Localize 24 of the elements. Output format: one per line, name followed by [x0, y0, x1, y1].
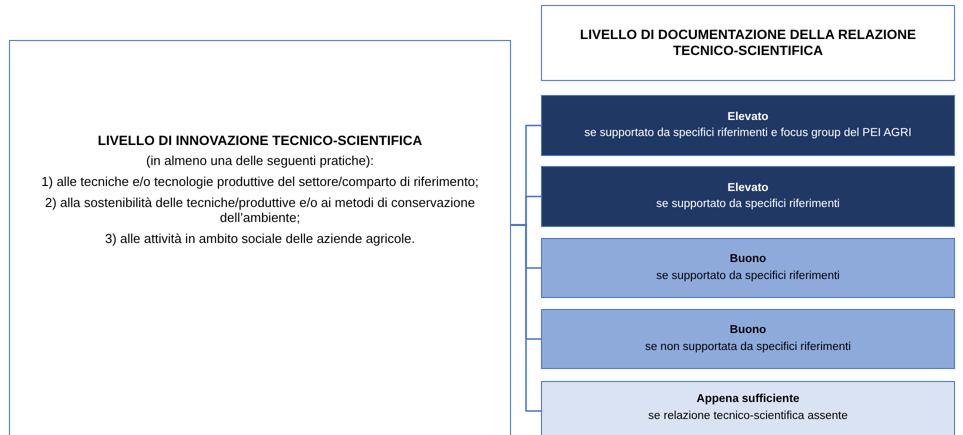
heading-text: Appena sufficiente [696, 393, 800, 406]
description-text: se non supportata da specifici riferimenti [645, 340, 851, 354]
level-box [541, 95, 955, 156]
description-text: se relazione tecnico-scientifica assente [648, 410, 848, 423]
connector-line [511, 224, 541, 412]
level-box [541, 238, 955, 298]
description-text: 3) alle attività in ambito sociale delle aziende agricole. [104, 232, 415, 248]
description-text: 1) alle tecniche e/o tecnologie produttive del settore/comparto di riferimento; [41, 175, 479, 190]
level-box [541, 309, 955, 369]
panel-box [541, 5, 955, 81]
heading-text: LIVELLO DI DOCUMENTAZIONE DELLA RELAZIONE TECNICO-SCIENTIFICA [579, 27, 917, 59]
level-box [541, 166, 955, 227]
description-text: se supportato da specifici riferimenti e focus group del PEI AGRI [584, 127, 912, 140]
heading-text: Elevato [728, 110, 768, 124]
description-text: (in almeno una delle seguenti pratiche): [146, 154, 374, 170]
description-text: se supportato da specifici riferimenti [656, 270, 840, 283]
panel-box [9, 40, 511, 435]
description-text: se supportato da specifici riferimenti [656, 198, 840, 212]
heading-text: Buono [730, 253, 766, 266]
description-text: 2) alla sostenibilità delle tecniche/produttive e/o ai metodi di conservazione dell’ambiente; [44, 196, 476, 226]
heading-text: LIVELLO DI INNOVAZIONE TECNICO-SCIENTIFICA [98, 132, 422, 148]
level-box [541, 381, 955, 435]
heading-text: Buono [730, 324, 766, 338]
heading-text: Elevato [728, 182, 768, 195]
